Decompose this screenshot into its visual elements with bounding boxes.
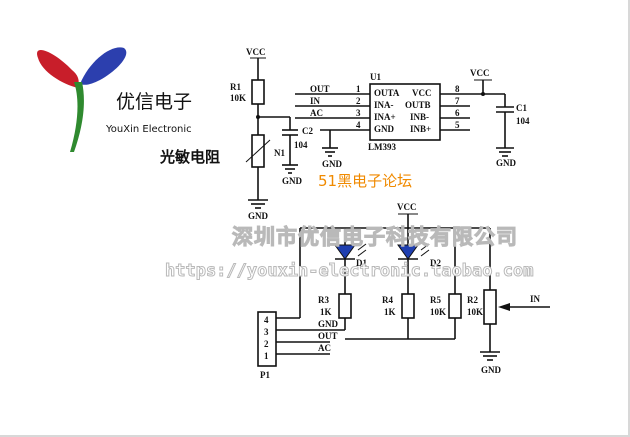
net-out: OUT <box>310 84 330 94</box>
pin-8: 8 <box>455 84 460 94</box>
chip-pin-vcc: VCC <box>412 88 432 98</box>
u1-label: U1 <box>370 72 381 82</box>
gnd-label-n1: GND <box>248 211 269 221</box>
r2-wiper-arrow <box>498 303 510 311</box>
p1-pin-4: 4 <box>264 315 269 325</box>
lm393-chip: U1 LM393 1 2 3 4 OUTA INA- INA+ GND VCC … <box>356 72 505 152</box>
pin-7: 7 <box>455 96 460 106</box>
watermark-company: 深圳市优信电子科技有限公司 <box>232 225 518 249</box>
gnd-label-chip: GND <box>322 159 343 169</box>
c1-value: 104 <box>516 116 530 126</box>
brand-english: YouXin Electronic <box>105 124 192 135</box>
c1-capacitor-group: VCC C1 104 GND <box>470 68 530 168</box>
logo-red-leaf <box>37 49 79 88</box>
chip-pin-ina-minus: INA- <box>374 100 394 110</box>
p1-net-gnd: GND <box>318 319 339 329</box>
chip-pin-ina-plus: INA+ <box>374 112 396 122</box>
pin-4: 4 <box>356 120 361 130</box>
forum-label: 51黑电子论坛 <box>318 172 412 190</box>
chip-name: LM393 <box>368 142 396 152</box>
r2-potentiometer <box>483 289 497 325</box>
d2-light-ray <box>420 249 430 257</box>
r2-value: 10K <box>467 307 483 317</box>
pin-3: 3 <box>356 108 361 118</box>
net-in: IN <box>310 96 321 106</box>
r3-value: 1K <box>320 307 332 317</box>
net-ac: AC <box>310 108 323 118</box>
r1-label: R1 <box>230 82 241 92</box>
sensor-divider: VCC R1 10K N1 光敏电阻 GND <box>159 47 290 221</box>
d1-light-ray <box>357 249 367 257</box>
r3-label: R3 <box>318 295 329 305</box>
chip-pin-inb-plus: INB+ <box>410 124 431 134</box>
c2-value: 104 <box>294 140 308 150</box>
c2-capacitor-group: C2 104 GND <box>282 117 313 186</box>
vcc-label-led: VCC <box>397 202 417 212</box>
gnd-label-r2: GND <box>481 365 502 375</box>
watermark-url: https://youxin-electronic.taobao.com <box>165 261 533 281</box>
output-circuit: VCC D1 D2 R3 1K R4 1K R5 10K <box>257 202 550 380</box>
gnd-label-c1: GND <box>496 158 517 168</box>
p1-net-ac: AC <box>318 343 331 353</box>
vcc-label-r1: VCC <box>246 47 266 57</box>
r5-label: R5 <box>430 295 441 305</box>
c1-label: C1 <box>516 103 527 113</box>
r1-value: 10K <box>230 93 246 103</box>
in-label: IN <box>530 294 541 304</box>
r4-resistor <box>401 293 415 319</box>
pin-1: 1 <box>356 84 361 94</box>
chip-pin-outb: OUTB <box>405 100 431 110</box>
c2-label: C2 <box>302 126 313 136</box>
photoresistor-arrow <box>245 139 271 163</box>
logo: 优信电子 YouXin Electronic <box>37 47 192 152</box>
n1-label: N1 <box>274 148 285 158</box>
r4-label: R4 <box>382 295 393 305</box>
d2-label: D2 <box>430 258 441 268</box>
r1-resistor <box>251 79 265 105</box>
r4-value: 1K <box>384 307 396 317</box>
d2-led <box>397 244 419 260</box>
pin-5: 5 <box>455 120 460 130</box>
p1-pin-3: 3 <box>264 327 269 337</box>
d1-light-ray <box>357 243 367 251</box>
pin-2: 2 <box>356 96 361 106</box>
logo-green-stem <box>70 82 84 152</box>
photoresistor-label: 光敏电阻 <box>159 148 220 166</box>
p1-pin-2: 2 <box>264 339 269 349</box>
d1-label: D1 <box>356 258 367 268</box>
chip-pin-gnd: GND <box>374 124 395 134</box>
chip-pin-outa: OUTA <box>374 88 400 98</box>
brand-chinese: 优信电子 <box>116 91 192 113</box>
chip-pin-inb-minus: INB- <box>410 112 429 122</box>
gnd-label-c2: GND <box>282 176 303 186</box>
p1-net-out: OUT <box>318 331 338 341</box>
pin-6: 6 <box>455 108 460 118</box>
r2-label: R2 <box>467 295 478 305</box>
logo-blue-leaf <box>80 47 127 85</box>
d2-light-ray <box>420 243 430 251</box>
junction-dot <box>481 92 485 96</box>
watermark: 深圳市优信电子科技有限公司 https://youxin-electronic.… <box>165 225 534 282</box>
chip-input-nets: OUT IN AC GND <box>295 84 370 169</box>
chip-body <box>369 83 441 141</box>
p1-pin-1: 1 <box>264 351 269 361</box>
p1-label: P1 <box>260 370 270 380</box>
r5-value: 10K <box>430 307 446 317</box>
r3-resistor <box>338 293 352 319</box>
d1-led <box>334 244 356 260</box>
p1-connector <box>257 311 277 367</box>
r5-resistor <box>448 293 462 319</box>
vcc-label-chip: VCC <box>470 68 490 78</box>
